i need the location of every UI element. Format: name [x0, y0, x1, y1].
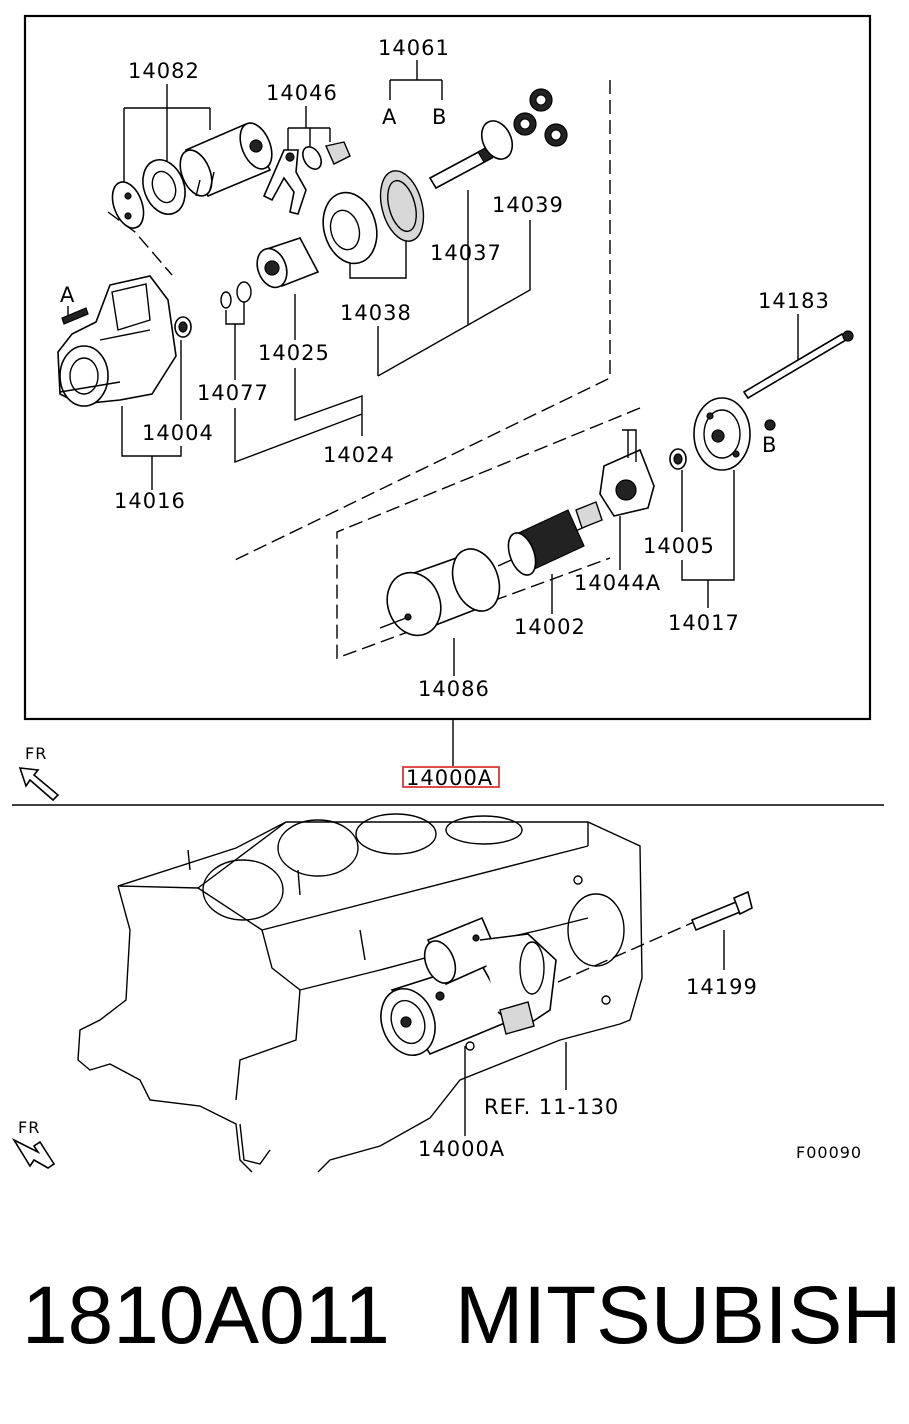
through-bolt — [742, 330, 854, 400]
callout-14199: 14199 — [686, 975, 758, 999]
leader-14017 — [681, 470, 735, 608]
assembly-label-14000a-top: 14000A — [406, 766, 493, 790]
callout-14077: 14077 — [197, 381, 269, 405]
bolt-dashed-path — [557, 921, 695, 983]
planetary-gears — [513, 88, 568, 147]
screw-b — [764, 419, 776, 431]
ref-label: REF. 11-130 — [484, 1095, 619, 1119]
callout-14039: 14039 — [492, 193, 564, 217]
marker-a: A — [60, 283, 75, 307]
marker-b: B — [762, 433, 777, 457]
callout-14024: 14024 — [323, 443, 395, 467]
callout-14082: 14082 — [128, 59, 200, 83]
figure-code: F00090 — [796, 1143, 862, 1162]
leader-14077 — [225, 302, 245, 380]
callout-14086: 14086 — [418, 677, 490, 701]
snap-ring-2 — [236, 281, 252, 303]
callout-14061-a: A — [382, 105, 397, 129]
part-number: 1810A011 — [22, 1270, 390, 1361]
callout-14044a: 14044A — [574, 571, 661, 595]
callout-14046: 14046 — [266, 81, 338, 105]
overrunning-clutch — [256, 237, 320, 289]
rear-bracket — [693, 397, 751, 471]
callout-14000a-bottom: 14000A — [418, 1137, 505, 1161]
callout-14005: 14005 — [643, 534, 715, 558]
callout-14002: 14002 — [514, 615, 586, 639]
engine-block — [77, 813, 643, 1173]
callout-14038: 14038 — [340, 301, 412, 325]
solenoid-gasket — [142, 159, 186, 215]
solenoid-plate — [111, 181, 145, 229]
callout-14004: 14004 — [142, 421, 214, 445]
leader-14016 — [121, 406, 182, 490]
armature — [497, 501, 603, 576]
fr-label-top: FR — [25, 744, 47, 763]
callout-14061: 14061 — [378, 36, 450, 60]
footer: 1810A011 MITSUBISHI — [0, 1266, 909, 1376]
callout-14025: 14025 — [258, 341, 330, 365]
highlight-box-14000a — [402, 766, 500, 788]
callout-14017: 14017 — [668, 611, 740, 635]
front-arrow-icon-top — [18, 767, 60, 802]
mounting-bolt — [690, 890, 753, 932]
bracket-bolt-a — [61, 307, 89, 325]
bearing-14005 — [669, 448, 687, 470]
front-arrow-icon-bottom — [11, 1138, 56, 1169]
leader-14061 — [389, 60, 443, 100]
solenoid-dashed-link — [107, 211, 173, 276]
lever-holder — [325, 141, 351, 165]
solenoid-switch — [179, 122, 273, 198]
pinion-shaft — [428, 120, 514, 190]
snap-ring-1 — [220, 291, 232, 309]
internal-gear — [322, 170, 425, 265]
brand-name: MITSUBISHI — [455, 1270, 909, 1361]
fr-label-bottom: FR — [18, 1118, 40, 1137]
leader-14037 — [377, 190, 469, 377]
motor-assembly-dashed-boundary — [336, 407, 641, 660]
lever-spring — [302, 146, 322, 170]
callout-14037: 14037 — [430, 241, 502, 265]
front-bracket — [57, 275, 177, 407]
leader-14039 — [467, 220, 531, 326]
callout-14016: 14016 — [114, 489, 186, 513]
leader-14024 — [234, 368, 363, 464]
callout-14061-b: B — [432, 105, 447, 129]
callout-14183: 14183 — [758, 289, 830, 313]
yoke — [379, 548, 501, 637]
leader-14046 — [287, 106, 331, 150]
brush-holder — [599, 429, 655, 517]
bushing-14004 — [174, 316, 192, 338]
starter-motor-installed — [380, 916, 557, 1056]
shift-lever — [262, 149, 307, 215]
leader-14082 — [123, 84, 211, 192]
exploded-view-frame — [23, 14, 872, 721]
